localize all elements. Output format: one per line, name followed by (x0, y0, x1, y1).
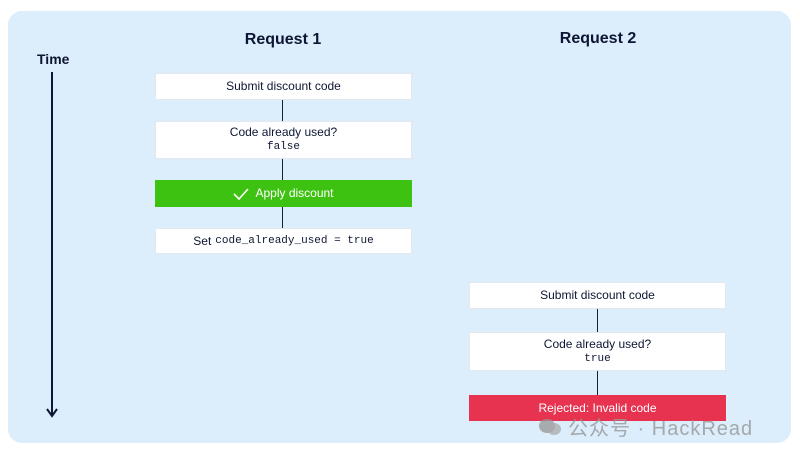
request-1-connector-3 (282, 207, 283, 228)
request-2-submit-label: Submit discount code (540, 288, 655, 302)
chat-bubble-icon (539, 418, 561, 435)
request-2-check-step: Code already used? true (469, 332, 726, 371)
request-1-apply-label: Apply discount (255, 186, 334, 200)
time-arrow-icon (46, 72, 58, 418)
request-1-connector-2 (282, 159, 283, 180)
request-1-check-step: Code already used? false (155, 121, 412, 159)
request-2-rejected-label: Rejected: Invalid code (538, 400, 657, 415)
request-1-connector-1 (282, 100, 283, 121)
watermark-text: 公众号 · HackRead (568, 418, 754, 440)
request-1-submit-step: Submit discount code (155, 73, 412, 100)
checkmark-icon (233, 187, 250, 200)
request-2-submit-step: Submit discount code (469, 282, 726, 309)
request-1-set-code: code_already_used = true (215, 234, 374, 247)
request-1-check-question: Code already used? (229, 125, 338, 139)
request-1-check-value: false (266, 141, 300, 153)
request-1-title: Request 1 (244, 31, 322, 48)
request-2-check-value: true (584, 352, 611, 365)
request-2-check-question: Code already used? (543, 336, 652, 351)
request-1-set-step: Set code_already_used = true (155, 228, 412, 254)
watermark: 公众号 · HackRead (538, 412, 753, 441)
request-2-title: Request 2 (559, 30, 637, 47)
request-2-rejected-step: Rejected: Invalid code (469, 395, 726, 421)
request-1-submit-label: Submit discount code (226, 79, 341, 93)
request-2-connector-1 (597, 309, 598, 332)
request-2-connector-2 (597, 371, 598, 395)
request-1-set-prefix: Set (193, 233, 212, 248)
time-label: Time (37, 51, 70, 67)
request-1-apply-step: Apply discount (155, 180, 412, 207)
